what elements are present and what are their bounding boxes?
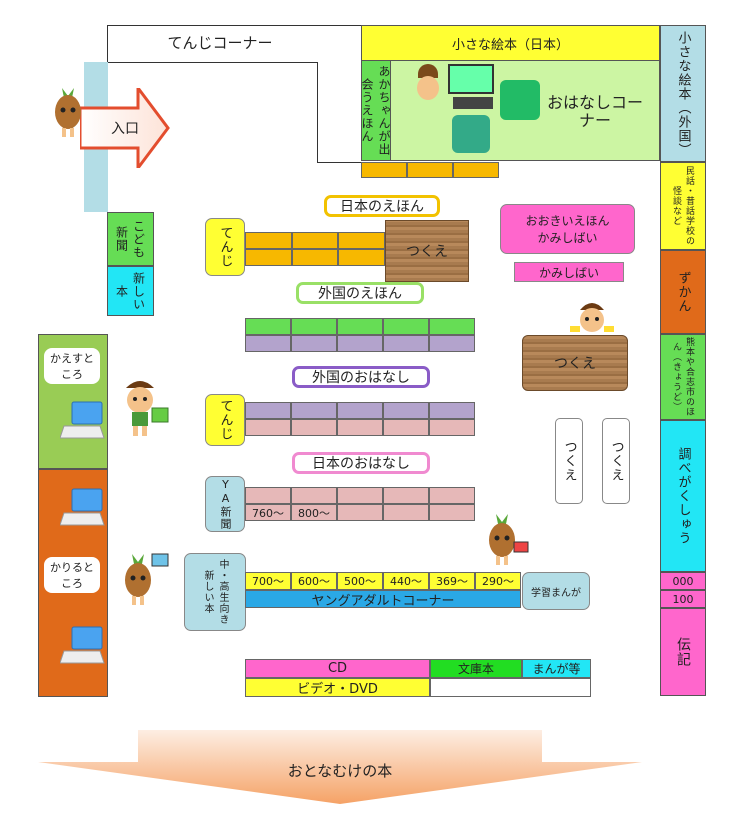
foreign-picture-books-label: 外国のえほん (296, 282, 424, 304)
entrance-arrow (78, 83, 170, 173)
bunko-shelf: 文庫本 (430, 659, 522, 678)
tenji-corner-label: てんじコーナー (167, 33, 273, 52)
bookshelf-illustration-icon (453, 97, 493, 109)
shelf-number-label: 600～ (291, 572, 337, 590)
baby-books-shelf: あかちゃんが出会うえほん (360, 60, 391, 161)
new-books-shelf: 新しい本 (107, 266, 154, 316)
mascot-icon (413, 64, 443, 104)
folk-tales-shelf: 民話・昔話学校の怪談など (660, 162, 706, 250)
mascot-icon (48, 84, 88, 140)
desk-2: つくえ (522, 335, 628, 391)
desk-4: つくえ (602, 418, 630, 504)
japan-stories-label: 日本のおはなし (292, 452, 430, 474)
reading-kids-icon (500, 80, 540, 120)
computer-icon (59, 487, 106, 529)
desk-3: つくえ (555, 418, 583, 504)
young-adult-shelf: 700～ 600～ 500～ 440～ 369～ 290～ ヤングアダルトコーナ… (245, 572, 521, 609)
adult-books-arrow (38, 730, 642, 804)
adult-books-label: おとなむけの本 (287, 761, 393, 780)
computer-icon (59, 625, 106, 667)
book-illustration-icon (448, 64, 494, 94)
shelf-000: 000 (660, 572, 706, 590)
shelf-number-label: 369～ (429, 572, 475, 590)
big-picture-books-shelf: おおきいえほんかみしばい (500, 204, 635, 254)
mascot-icon (120, 550, 170, 608)
wall-inner-bottom (317, 162, 362, 163)
desk-1: つくえ (385, 220, 469, 282)
japan-picture-books-shelf (245, 232, 386, 266)
wall-top (107, 25, 362, 26)
entrance-label: 入口 (111, 121, 139, 137)
computer-icon (59, 400, 106, 442)
story-corner-bottom-shelf (361, 162, 499, 178)
shelf-number-label: 700～ (245, 572, 291, 590)
ya-newspaper-shelf: YA新聞 (205, 476, 245, 532)
kids-newspaper-shelf: こども新聞 (107, 212, 154, 266)
local-books-shelf: 熊本や合志市のほん（きょうど） (660, 334, 706, 420)
cd-shelf: CD (245, 659, 430, 678)
zukan-shelf: ずかん (660, 250, 706, 334)
japan-stories-shelf: 760～ 800～ (245, 487, 475, 521)
return-counter-label: かえすところ (44, 348, 100, 384)
foreign-stories-label: 外国のおはなし (292, 366, 430, 388)
research-shelf: 調べがくしゅう (660, 420, 706, 572)
shelf-100: 100 (660, 590, 706, 608)
shelf-number-label: 500～ (337, 572, 383, 590)
japan-picture-books-label: 日本のえほん (324, 195, 440, 217)
wall-inner-vert (317, 62, 318, 162)
foreign-stories-shelf (245, 402, 475, 436)
kamishibai-shelf: かみしばい (514, 262, 624, 282)
small-picture-books-japan: 小さな絵本（日本） (361, 25, 660, 61)
foreign-picture-books-shelf (245, 318, 475, 352)
teen-new-books-shelf: 中・高生向き新しい本 (184, 553, 246, 631)
wall-left-top (107, 25, 108, 63)
wall-inner-top (107, 62, 317, 63)
media-shelf: CD 文庫本 まんが等 ビデオ・DVD (245, 659, 591, 697)
story-corner-label: おはなしコーナー (546, 93, 643, 130)
manga-shelf: まんが等 (522, 659, 591, 678)
tenji-shelf-1: てんじ (205, 218, 245, 276)
small-picture-books-foreign: 小さな絵本（外国） (660, 25, 706, 162)
shelf-number-label: 800～ (291, 504, 337, 521)
shelf-number-label: 290～ (475, 572, 521, 590)
biography-shelf: 伝記 (660, 608, 706, 696)
study-manga-shelf: 学習まんが (522, 572, 590, 610)
video-shelf: ビデオ・DVD (245, 678, 430, 697)
mascot-icon (484, 510, 530, 570)
shelf-number-label: 760～ (245, 504, 291, 521)
tenji-shelf-2: てんじ (205, 394, 245, 446)
mascot-icon (118, 376, 172, 438)
mascot-icon (568, 298, 616, 338)
shelf-number-label: 440～ (383, 572, 429, 590)
young-adult-corner-label: ヤングアダルトコーナー (245, 590, 521, 609)
borrow-counter-label: かりるところ (44, 557, 100, 593)
child-reading-icon (452, 115, 490, 153)
